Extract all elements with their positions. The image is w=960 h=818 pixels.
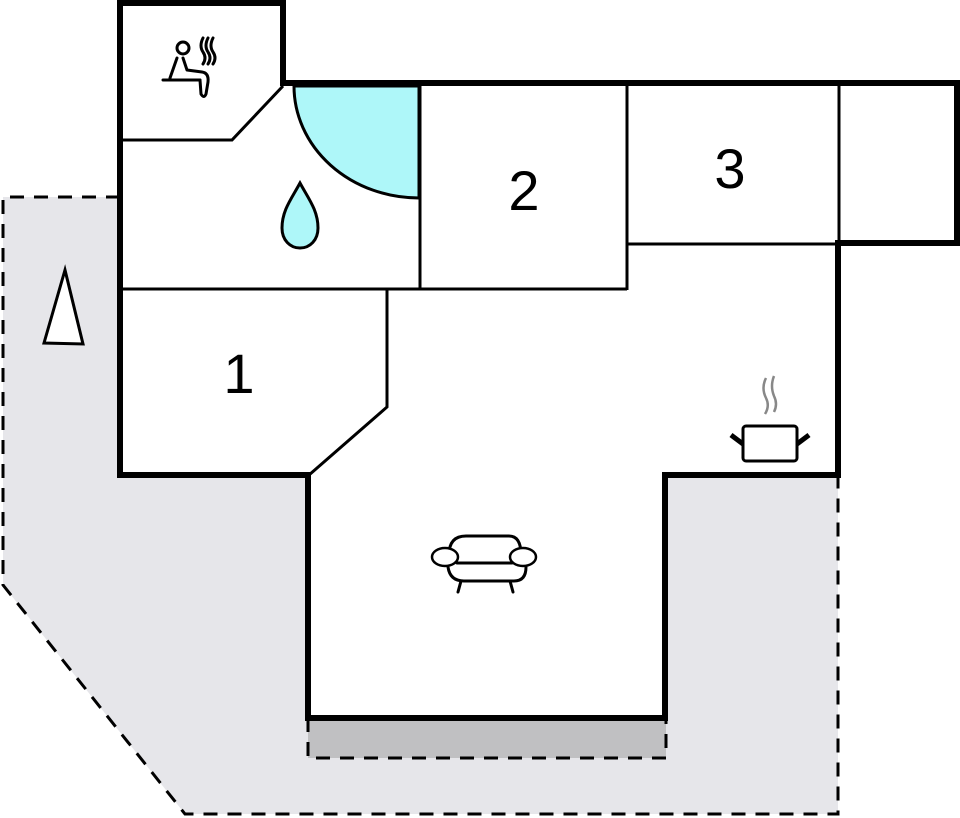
interior-floor xyxy=(120,3,957,718)
room-label-3: 3 xyxy=(714,137,745,200)
room-label-2: 2 xyxy=(508,159,539,222)
terrace xyxy=(1,195,840,816)
north-arrow-icon xyxy=(42,264,85,346)
exterior-walls xyxy=(117,0,960,721)
covered-terrace xyxy=(306,718,668,760)
water-drop-icon xyxy=(280,179,320,250)
shower-area xyxy=(292,84,421,200)
room-label-1: 1 xyxy=(223,342,254,405)
interior-walls xyxy=(120,83,841,477)
cooking-pot-icon xyxy=(729,375,811,463)
armchair-icon xyxy=(430,534,538,594)
sauna-icon xyxy=(161,36,217,98)
